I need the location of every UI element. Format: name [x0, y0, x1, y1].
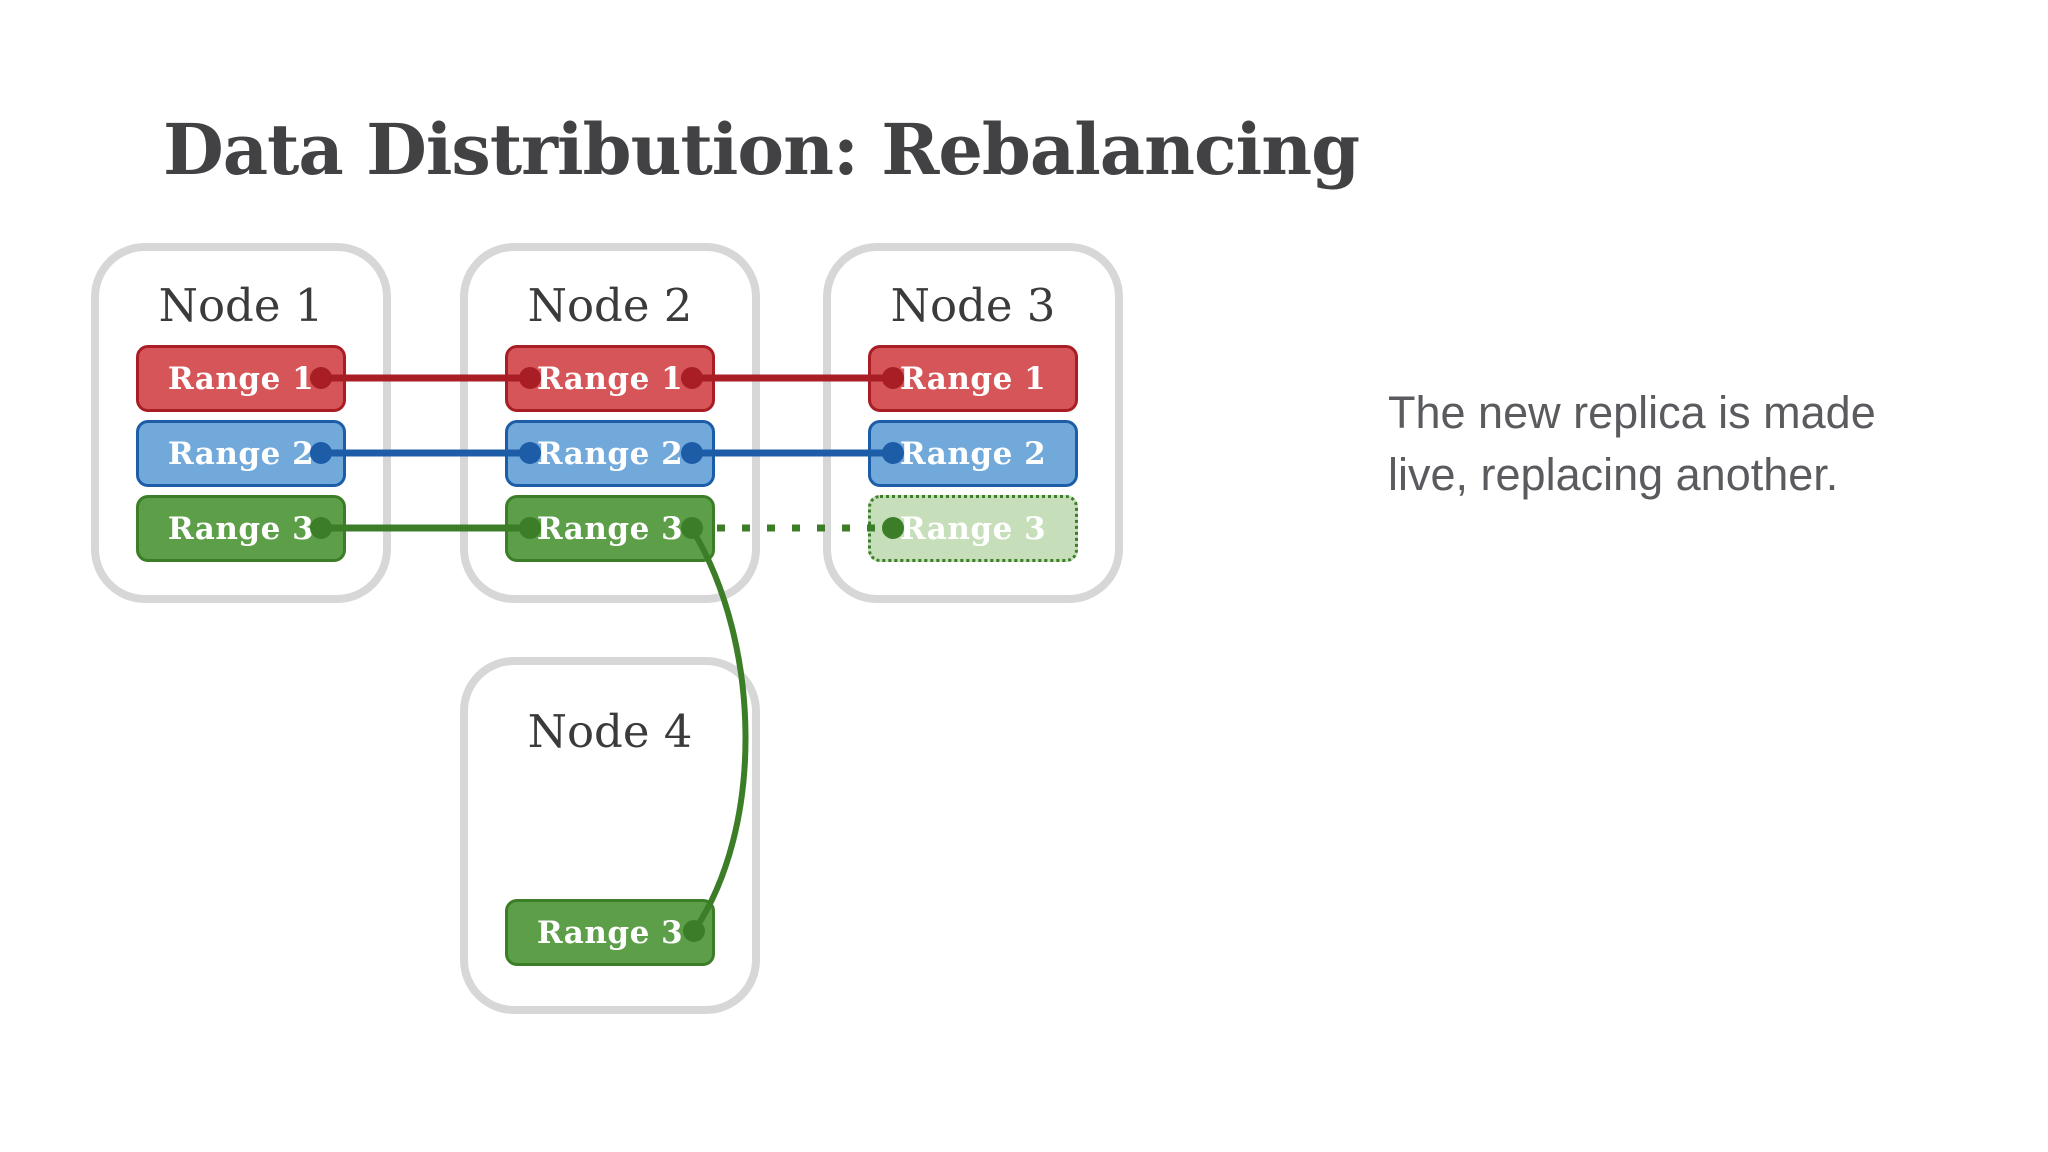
- caption: The new replica is made live, replacing …: [1388, 382, 1948, 506]
- node4-range3-pill: Range 3: [505, 899, 715, 966]
- node-2: Node 2 Range 1 Range 2 Range 3: [460, 243, 760, 603]
- range-label: Range 1: [899, 360, 1047, 397]
- node1-range3-pill: Range 3: [136, 495, 346, 562]
- range-label: Range 3: [167, 510, 315, 547]
- range-label: Range 3: [536, 510, 684, 547]
- node2-range2-pill: Range 2: [505, 420, 715, 487]
- node-4: Node 4 Range 3: [460, 657, 760, 1014]
- range-label: Range 3: [899, 510, 1047, 547]
- slide-title: Data Distribution: Rebalancing: [163, 108, 1360, 191]
- node-1-label: Node 1: [158, 279, 324, 332]
- node-4-label: Node 4: [527, 705, 693, 758]
- range-label: Range 2: [536, 435, 684, 472]
- node1-range1-pill: Range 1: [136, 345, 346, 412]
- range-label: Range 1: [167, 360, 315, 397]
- range-label: Range 1: [536, 360, 684, 397]
- node-1: Node 1 Range 1 Range 2 Range 3: [91, 243, 391, 603]
- node3-range1-pill: Range 1: [868, 345, 1078, 412]
- caption-line-2: live, replacing another.: [1388, 449, 1839, 500]
- node1-range2-pill: Range 2: [136, 420, 346, 487]
- caption-line-1: The new replica is made: [1388, 387, 1876, 438]
- node2-range3-pill: Range 3: [505, 495, 715, 562]
- node-2-label: Node 2: [527, 279, 693, 332]
- node-3-label: Node 3: [890, 279, 1056, 332]
- node2-range1-pill: Range 1: [505, 345, 715, 412]
- node-3: Node 3 Range 1 Range 2 Range 3: [823, 243, 1123, 603]
- range-label: Range 2: [167, 435, 315, 472]
- range-label: Range 3: [536, 914, 684, 951]
- node3-range2-pill: Range 2: [868, 420, 1078, 487]
- node3-range3-pill-new-replica: Range 3: [868, 495, 1078, 562]
- range-label: Range 2: [899, 435, 1047, 472]
